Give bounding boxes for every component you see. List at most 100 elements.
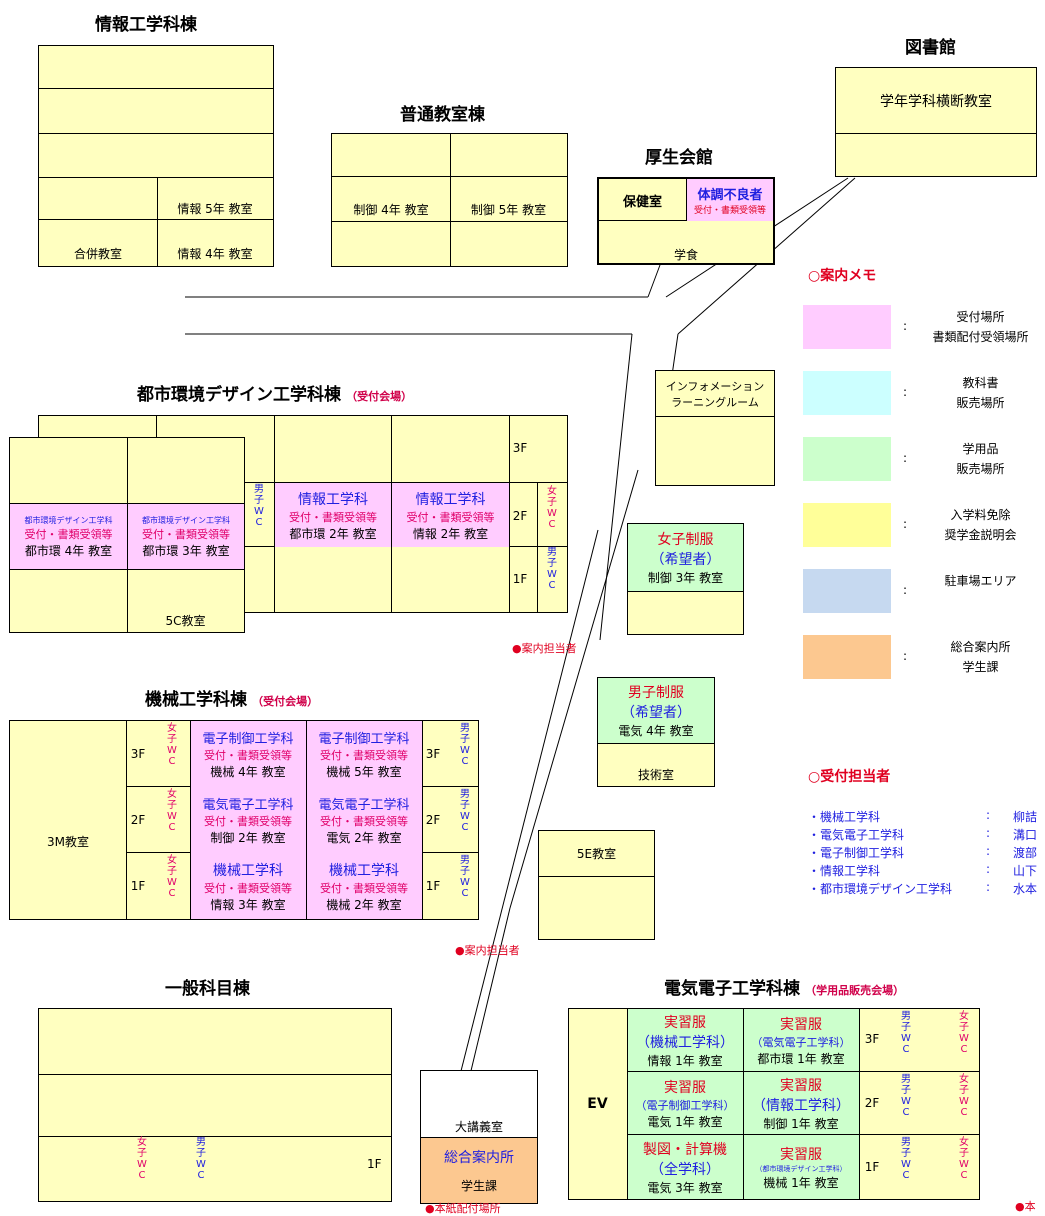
staff-name: 山下 bbox=[1013, 864, 1038, 878]
staff-name: 渡部 bbox=[1013, 846, 1038, 860]
staff-separator: : bbox=[986, 808, 991, 822]
legend-swatch bbox=[803, 503, 891, 547]
room-urban-2: 都市環 2年 教室 bbox=[289, 526, 377, 541]
elevator: EV bbox=[587, 1096, 608, 1112]
general-subjects-title: 一般科目棟 bbox=[165, 979, 250, 999]
library-building: 学年学科横断教室 bbox=[835, 67, 1037, 177]
welfare-building: 保健室 体調不良者 受付・書類受領等 学食 bbox=[597, 177, 775, 265]
elec-uniform-info: 実習服 （情報工学科） 制御 1年 教室 bbox=[752, 1078, 850, 1131]
legend-swatch bbox=[803, 305, 891, 349]
legend-separator: : bbox=[903, 385, 908, 399]
welfare-title: 厚生会館 bbox=[645, 148, 713, 168]
staff-dept: ・機械工学科 bbox=[808, 810, 881, 824]
sick-sub: 受付・書類受領等 bbox=[693, 206, 766, 216]
staff-dept: ・電子制御工学科 bbox=[808, 846, 905, 860]
legend-item: :受付場所書類配付受領場所 bbox=[803, 305, 1043, 351]
info-building-title: 情報工学科棟 bbox=[95, 15, 197, 35]
mech-building-heading: 機械工学科棟 （受付会場） bbox=[145, 685, 318, 710]
legend-separator: : bbox=[903, 649, 908, 663]
mech-reception-ee-1: 電気電子工学科 受付・書類受領等 制御 2年 教室 bbox=[202, 798, 294, 845]
room-ctrl-3: 制御 3年 教室 bbox=[647, 571, 724, 585]
staff-separator: : bbox=[986, 880, 991, 894]
elec-uniform-urban: 実習服 （都市環境デザイン工学科） 機械 1年 教室 bbox=[755, 1146, 847, 1190]
room-info-5: 情報 5年 教室 bbox=[177, 201, 253, 216]
urban-2f: 2F bbox=[512, 509, 528, 523]
room-ctrl-4: 制御 4年 教室 bbox=[353, 202, 429, 217]
staff-dept: ・電気電子工学科 bbox=[808, 828, 905, 842]
elec-drawing-calculator: 製図・計算機 （全学科） 電気 3年 教室 bbox=[643, 1141, 727, 1195]
mech-reception-me-2: 機械工学科 受付・書類受領等 機械 2年 教室 bbox=[320, 862, 408, 912]
mech-reception-ec-2: 電子制御工学科 受付・書類受領等 機械 5年 教室 bbox=[318, 732, 410, 779]
urban-3f: 3F bbox=[512, 441, 528, 455]
legend-swatch bbox=[803, 371, 891, 415]
legend-separator: : bbox=[903, 517, 908, 531]
urban-building-title: 都市環境デザイン工学科棟 bbox=[137, 385, 341, 405]
sick-label: 体調不良者 bbox=[697, 188, 763, 203]
legend-item: : 教科書販売場所 bbox=[803, 371, 1043, 417]
elec-uniform-ee: 実習服 （電気電子工学科） 都市環 1年 教室 bbox=[751, 1017, 851, 1066]
legend-text: 駐車場エリア bbox=[944, 574, 1017, 588]
info-learning-room: インフォメーション ラーニングルーム bbox=[655, 370, 775, 486]
legend-item: :駐車場エリア bbox=[803, 569, 1043, 615]
legend-text: 受付場所書類配付受領場所 bbox=[932, 310, 1029, 344]
library-title: 図書館 bbox=[905, 38, 956, 58]
urban-info-reception-2: 情報工学科 受付・書類受領等 情報 2年 教室 bbox=[391, 483, 509, 547]
staff-separator: : bbox=[986, 826, 991, 840]
urban-reception-4: 都市環境デザイン工学科 受付・書類受領等 都市環 4年 教室 bbox=[10, 504, 127, 569]
sick-reception: 体調不良者 受付・書類受領等 bbox=[686, 179, 773, 221]
mech-note: （受付会場） bbox=[252, 695, 319, 708]
urban-building-heading: 都市環境デザイン工学科棟 （受付会場） bbox=[137, 380, 412, 405]
room-joint: 合併教室 bbox=[73, 246, 122, 261]
elec-uniform-ec: 実習服 （電子制御工学科） 電気 1年 教室 bbox=[635, 1080, 735, 1129]
urban-reception-3: 都市環境デザイン工学科 受付・書類受領等 都市環 3年 教室 bbox=[127, 504, 244, 569]
room-5e-building: 5E教室 bbox=[538, 830, 655, 940]
staff-dept: ・都市環境デザイン工学科 bbox=[808, 882, 953, 896]
urban-info-reception-1: 情報工学科 受付・書類受領等 都市環 2年 教室 bbox=[274, 483, 391, 547]
tech-room: 技術室 bbox=[637, 767, 674, 782]
staff-row: ・情報工学科: 山下 bbox=[808, 862, 1044, 880]
staff-row: ・電子制御工学科:渡部 bbox=[808, 844, 1044, 862]
general-1f: 1F bbox=[367, 1157, 382, 1171]
legend-item: :総合案内所学生課 bbox=[803, 635, 1043, 681]
legend-text: 入学料免除奨学金説明会 bbox=[944, 508, 1017, 542]
general-info-desk: 総合案内所 学生課 bbox=[421, 1137, 537, 1203]
mech-reception-ee-2: 電気電子工学科 受付・書類受領等 電気 2年 教室 bbox=[318, 798, 410, 845]
boys-uniform-building: 男子制服 （希望者） 電気 4年 教室 技術室 bbox=[597, 677, 715, 787]
staff-name: 溝口 bbox=[1013, 828, 1038, 842]
elec-building: EV 実習服 （機械工学科） 情報 1年 教室 実習服 （電気電子工学科） 都市… bbox=[568, 1008, 980, 1200]
guide-staff-1: ●案内担当者 bbox=[512, 642, 577, 655]
room-urban-3: 都市環 3年 教室 bbox=[142, 543, 230, 558]
staff-title: ○受付担当者 bbox=[808, 769, 891, 785]
room-5e: 5E教室 bbox=[539, 831, 654, 877]
legend-swatch bbox=[803, 569, 891, 613]
room-ctrl-5: 制御 5年 教室 bbox=[470, 202, 547, 217]
urban-1f: 1F bbox=[512, 572, 528, 586]
staff-name: 水本 bbox=[1013, 882, 1038, 896]
legend-item: :学用品販売場所 bbox=[803, 437, 1043, 483]
room-cross-dept: 学年学科横断教室 bbox=[880, 94, 992, 110]
info-building: 情報 5年 教室 合併教室 情報 4年 教室 bbox=[38, 45, 274, 267]
lecture-hall: 大講義室 bbox=[454, 1119, 503, 1134]
staff-row: ・機械工学科:柳詰 bbox=[808, 808, 1044, 826]
urban-note: （受付会場） bbox=[346, 390, 413, 403]
legend-text: 教科書販売場所 bbox=[956, 376, 1005, 410]
staff-separator: : bbox=[986, 862, 991, 876]
room-info-2: 情報 2年 教室 bbox=[412, 526, 489, 541]
room-5c: 5C教室 bbox=[165, 613, 206, 628]
general-building: 制御 4年 教室 制御 5年 教室 bbox=[331, 133, 568, 267]
legend-item: : 入学料免除奨学金説明会 bbox=[803, 503, 1043, 549]
mech-reception-ec-1: 電子制御工学科 受付・書類受領等 機械 4年 教室 bbox=[202, 732, 294, 779]
mech-reception-me-1: 機械工学科 受付・書類受領等 情報 3年 教室 bbox=[204, 862, 292, 912]
staff-dept: ・情報工学科 bbox=[808, 864, 881, 878]
general-building-title: 普通教室棟 bbox=[400, 105, 485, 125]
legend-separator: : bbox=[903, 451, 908, 465]
urban-front-wing: 都市環境デザイン工学科 受付・書類受領等 都市環 4年 教室 都市環境デザイン工… bbox=[9, 437, 245, 633]
